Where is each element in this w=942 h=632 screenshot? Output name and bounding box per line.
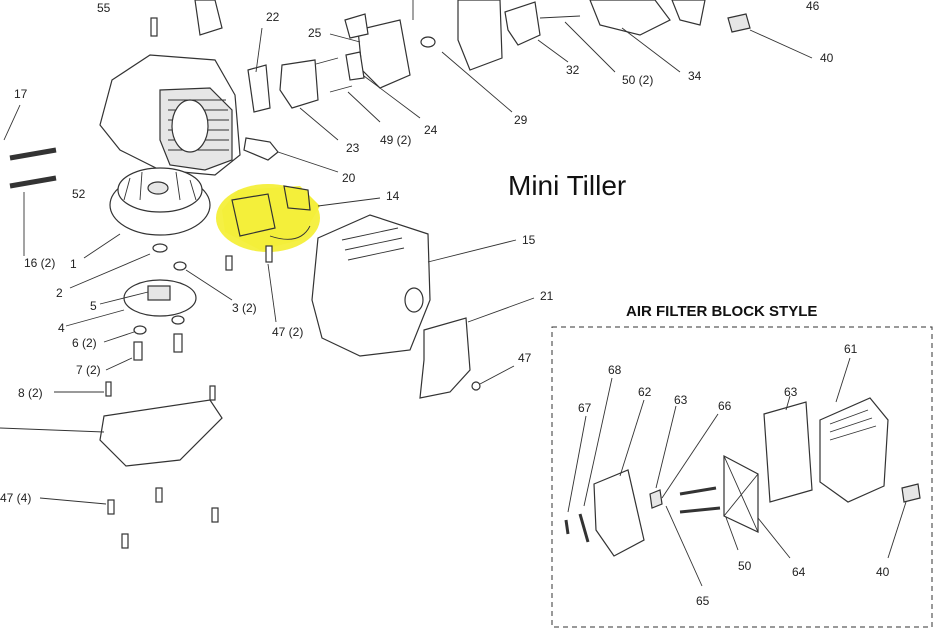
callout-52: 52: [72, 187, 86, 201]
callout-47: 47: [518, 351, 532, 365]
callout-6-2: 6 (2): [72, 336, 97, 350]
callout-40-inset: 40: [876, 565, 890, 579]
callout-47-4: 47 (4): [0, 491, 31, 505]
callout-15: 15: [522, 233, 536, 247]
callout-64: 64: [792, 565, 806, 579]
starter-housing-part: [99, 399, 223, 467]
callout-7-2: 7 (2): [76, 363, 101, 377]
reed-plate-part: [194, 0, 223, 36]
diagram-title: Mini Tiller: [508, 170, 626, 201]
callout-63-small: 63: [674, 393, 688, 407]
switch-part: [727, 13, 751, 33]
callout-23: 23: [346, 141, 360, 155]
callout-5: 5: [90, 299, 97, 313]
intake-part: [279, 59, 319, 109]
callout-61: 61: [844, 342, 858, 356]
callout-66: 66: [718, 399, 732, 413]
spark-plug-part: [243, 137, 279, 161]
foam-filter-part: [763, 401, 813, 503]
callout-21: 21: [540, 289, 554, 303]
filter-cover-part: [819, 397, 889, 503]
callout-67: 67: [578, 401, 592, 415]
gasket-part: [247, 64, 271, 113]
callout-20: 20: [342, 171, 356, 185]
callout-65: 65: [696, 594, 710, 608]
stator-plate-part: [123, 279, 197, 317]
callout-24: 24: [424, 123, 438, 137]
callout-14: 14: [386, 189, 400, 203]
callout-40-top: 40: [820, 51, 834, 65]
callout-22: 22: [266, 10, 280, 24]
callout-16-2: 16 (2): [24, 256, 55, 270]
shroud-bracket-part: [419, 317, 471, 399]
callout-labels: 55 22 25 46 40 32 50 (2) 34 29 49 (2) 24…: [0, 0, 890, 608]
callout-25: 25: [308, 26, 322, 40]
air-filter-inset-title: AIR FILTER BLOCK STYLE: [626, 303, 817, 320]
callout-3-2: 3 (2): [232, 301, 257, 315]
callout-50: 50: [738, 559, 752, 573]
callout-49-2: 49 (2): [380, 133, 411, 147]
air-filter-inset-frame: [551, 326, 933, 628]
ignition-coil-highlight: [216, 184, 320, 252]
callout-2: 2: [56, 286, 63, 300]
filter-part: [589, 0, 671, 36]
callout-29: 29: [514, 113, 528, 127]
callout-17: 17: [14, 87, 28, 101]
engine-shroud-part: [311, 214, 431, 357]
callout-34: 34: [688, 69, 702, 83]
callout-47-2: 47 (2): [272, 325, 303, 339]
callout-55: 55: [97, 1, 111, 15]
callout-63-foam: 63: [784, 385, 798, 399]
backplate-part: [593, 469, 645, 557]
pin-part: [150, 17, 158, 37]
callout-62: 62: [638, 385, 652, 399]
filter-grid-part: [723, 455, 759, 533]
flywheel-part: [109, 167, 211, 236]
bracket-part: [504, 1, 541, 46]
plate-part: [457, 0, 503, 71]
callout-32: 32: [566, 63, 580, 77]
engine-crankcase: [99, 54, 241, 176]
callout-46: 46: [806, 0, 820, 13]
callout-68: 68: [608, 363, 622, 377]
callout-50-2: 50 (2): [622, 73, 653, 87]
callout-1: 1: [70, 257, 77, 271]
callout-4: 4: [58, 321, 65, 335]
callout-8-2: 8 (2): [18, 386, 43, 400]
